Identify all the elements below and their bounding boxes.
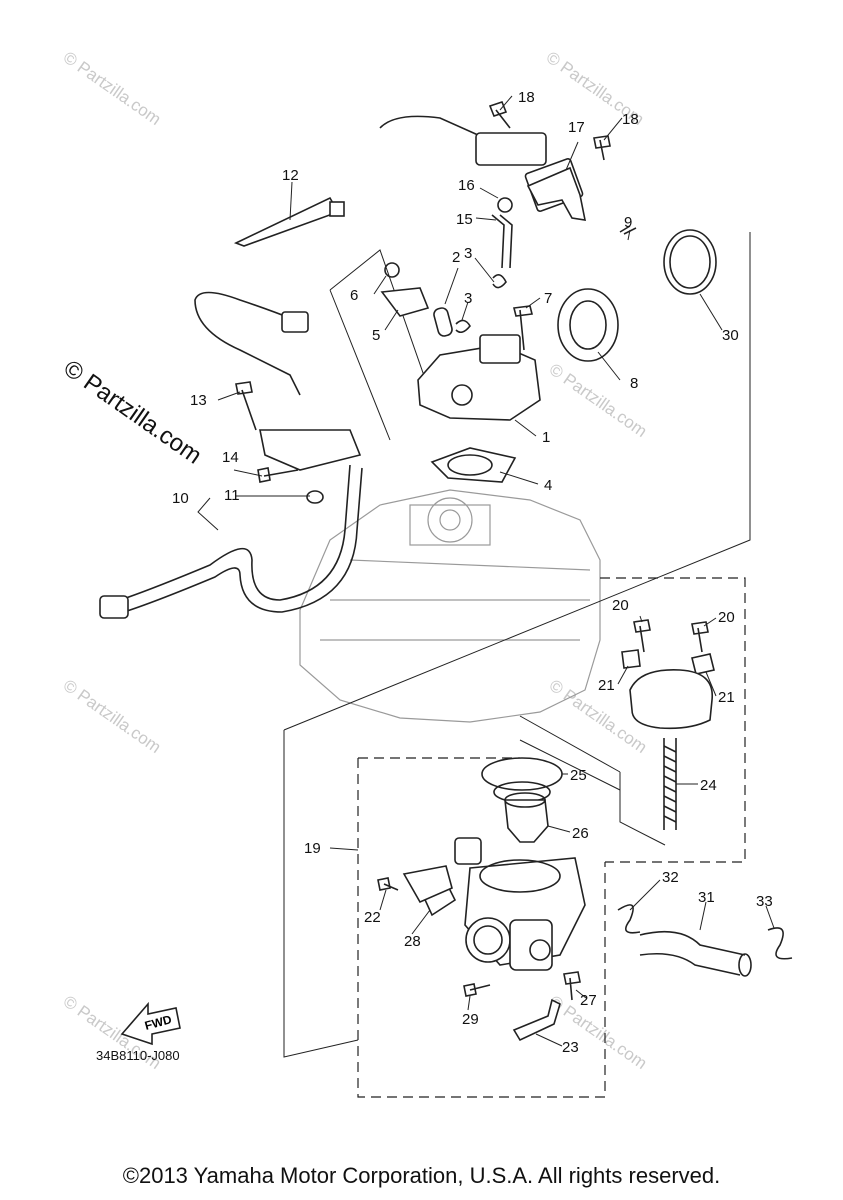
callout-labels: 1 2 3 3 4 5 6 7 8 9 10 11 12 13 14 15 16… <box>172 89 773 1056</box>
callout-19: 19 <box>304 840 321 857</box>
callout-18: 18 <box>622 111 639 128</box>
callout-10: 10 <box>172 490 189 507</box>
watermark: © Partzilla.com <box>60 48 165 129</box>
callout-6: 6 <box>350 287 358 304</box>
fwd-label: FWD <box>143 1012 173 1033</box>
callout-27: 27 <box>580 992 597 1009</box>
callout-17: 17 <box>568 119 585 136</box>
callout-21: 21 <box>718 689 735 706</box>
callout-31: 31 <box>698 889 715 906</box>
callout-22: 22 <box>364 909 381 926</box>
callout-11: 11 <box>224 487 240 504</box>
callout-3: 3 <box>464 290 472 307</box>
fwd-arrow: FWD <box>120 1001 181 1046</box>
assembly-boundaries <box>283 232 751 1098</box>
watermark-large: © Partzilla.com <box>59 355 207 470</box>
figure-code: 34B8110-J080 <box>96 1048 180 1063</box>
callout-26: 26 <box>572 825 589 842</box>
callout-15: 15 <box>456 211 473 228</box>
callout-20: 20 <box>718 609 735 626</box>
watermark: © Partzilla.com <box>60 676 165 757</box>
copyright-footer: ©2013 Yamaha Motor Corporation, U.S.A. A… <box>122 1163 721 1188</box>
watermark: © Partzilla.com <box>546 360 651 441</box>
callout-28: 28 <box>404 933 421 950</box>
callout-8: 8 <box>630 375 638 392</box>
callout-3: 3 <box>464 245 472 262</box>
watermark: © Partzilla.com <box>546 992 651 1073</box>
callout-20: 20 <box>612 597 629 614</box>
callout-29: 29 <box>462 1011 479 1028</box>
callout-1: 1 <box>542 429 550 446</box>
callout-4: 4 <box>544 477 552 494</box>
leader-lines <box>197 95 775 1047</box>
callout-33: 33 <box>756 893 773 910</box>
callout-12: 12 <box>282 167 299 184</box>
callout-32: 32 <box>662 869 679 886</box>
callout-25: 25 <box>570 767 587 784</box>
callout-23: 23 <box>562 1039 579 1056</box>
engine-outline <box>299 489 601 723</box>
callout-30: 30 <box>722 327 739 344</box>
callout-18: 18 <box>518 89 535 106</box>
parts <box>99 101 793 1042</box>
callout-14: 14 <box>222 449 239 466</box>
callout-2: 2 <box>452 249 460 266</box>
callout-16: 16 <box>458 177 475 194</box>
callout-7: 7 <box>544 290 552 307</box>
callout-24: 24 <box>700 777 717 794</box>
callout-5: 5 <box>372 327 380 344</box>
callout-9: 9 <box>624 214 632 231</box>
callout-21: 21 <box>598 677 615 694</box>
callout-13: 13 <box>190 392 207 409</box>
